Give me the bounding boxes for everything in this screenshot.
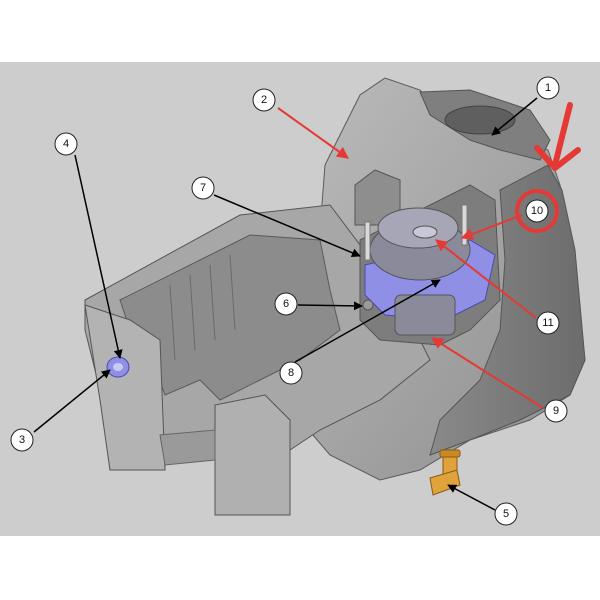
callout-11-label: 11	[542, 317, 553, 329]
motor-bolt-right	[461, 204, 468, 246]
leader-10	[460, 214, 523, 240]
callout-3: 3	[10, 428, 34, 452]
callout-2: 2	[252, 88, 276, 112]
callout-9: 9	[544, 399, 568, 423]
callouts: 1 2 3 4 5 6 7 8	[10, 76, 568, 526]
callout-10: 10	[525, 199, 549, 223]
callout-6: 6	[274, 292, 298, 316]
callout-5: 5	[494, 502, 518, 526]
leader-6	[297, 301, 363, 311]
callout-8-label: 8	[288, 367, 294, 379]
front-left-pillar	[84, 304, 166, 471]
callout-7-label: 7	[200, 182, 206, 194]
highlight-arrow	[534, 102, 581, 171]
callout-7: 7	[191, 176, 215, 200]
side-valve	[106, 356, 130, 378]
top-cup-opening	[444, 105, 516, 135]
leader-8	[294, 279, 441, 363]
callout-6-label: 6	[283, 298, 289, 310]
leader-4	[74, 154, 123, 359]
cavity-ribs	[169, 254, 236, 361]
leader-11	[435, 239, 537, 319]
motor-lower-body	[394, 294, 456, 336]
leader-7	[213, 194, 361, 258]
callout-10-highlight-ring	[515, 189, 559, 233]
callout-1-label: 1	[545, 82, 551, 94]
callout-3-label: 3	[19, 434, 25, 446]
motor-assembly	[362, 204, 496, 336]
leader-3	[33, 369, 111, 433]
brass-fitting	[429, 449, 461, 496]
callout-4-label: 4	[63, 138, 69, 150]
motor-shaft	[412, 225, 438, 239]
callout-11: 11	[536, 311, 560, 335]
callout-2-label: 2	[261, 94, 267, 106]
front-center-block	[214, 394, 291, 516]
callout-1: 1	[536, 76, 560, 100]
callout-10-label: 10	[531, 205, 543, 217]
bottom-slot	[159, 429, 216, 466]
callout-5-label: 5	[503, 508, 509, 520]
motor-bolt-left	[364, 221, 371, 261]
callout-9-label: 9	[553, 405, 559, 417]
leader-2	[277, 107, 349, 159]
motor-screw	[362, 299, 374, 311]
callout-4: 4	[54, 132, 78, 156]
leader-lines	[33, 97, 544, 511]
leader-1	[491, 97, 538, 136]
callout-8: 8	[279, 361, 303, 385]
wall-bracket	[354, 169, 401, 226]
leader-9	[430, 337, 544, 409]
right-face	[429, 164, 586, 456]
leader-5	[447, 484, 496, 511]
